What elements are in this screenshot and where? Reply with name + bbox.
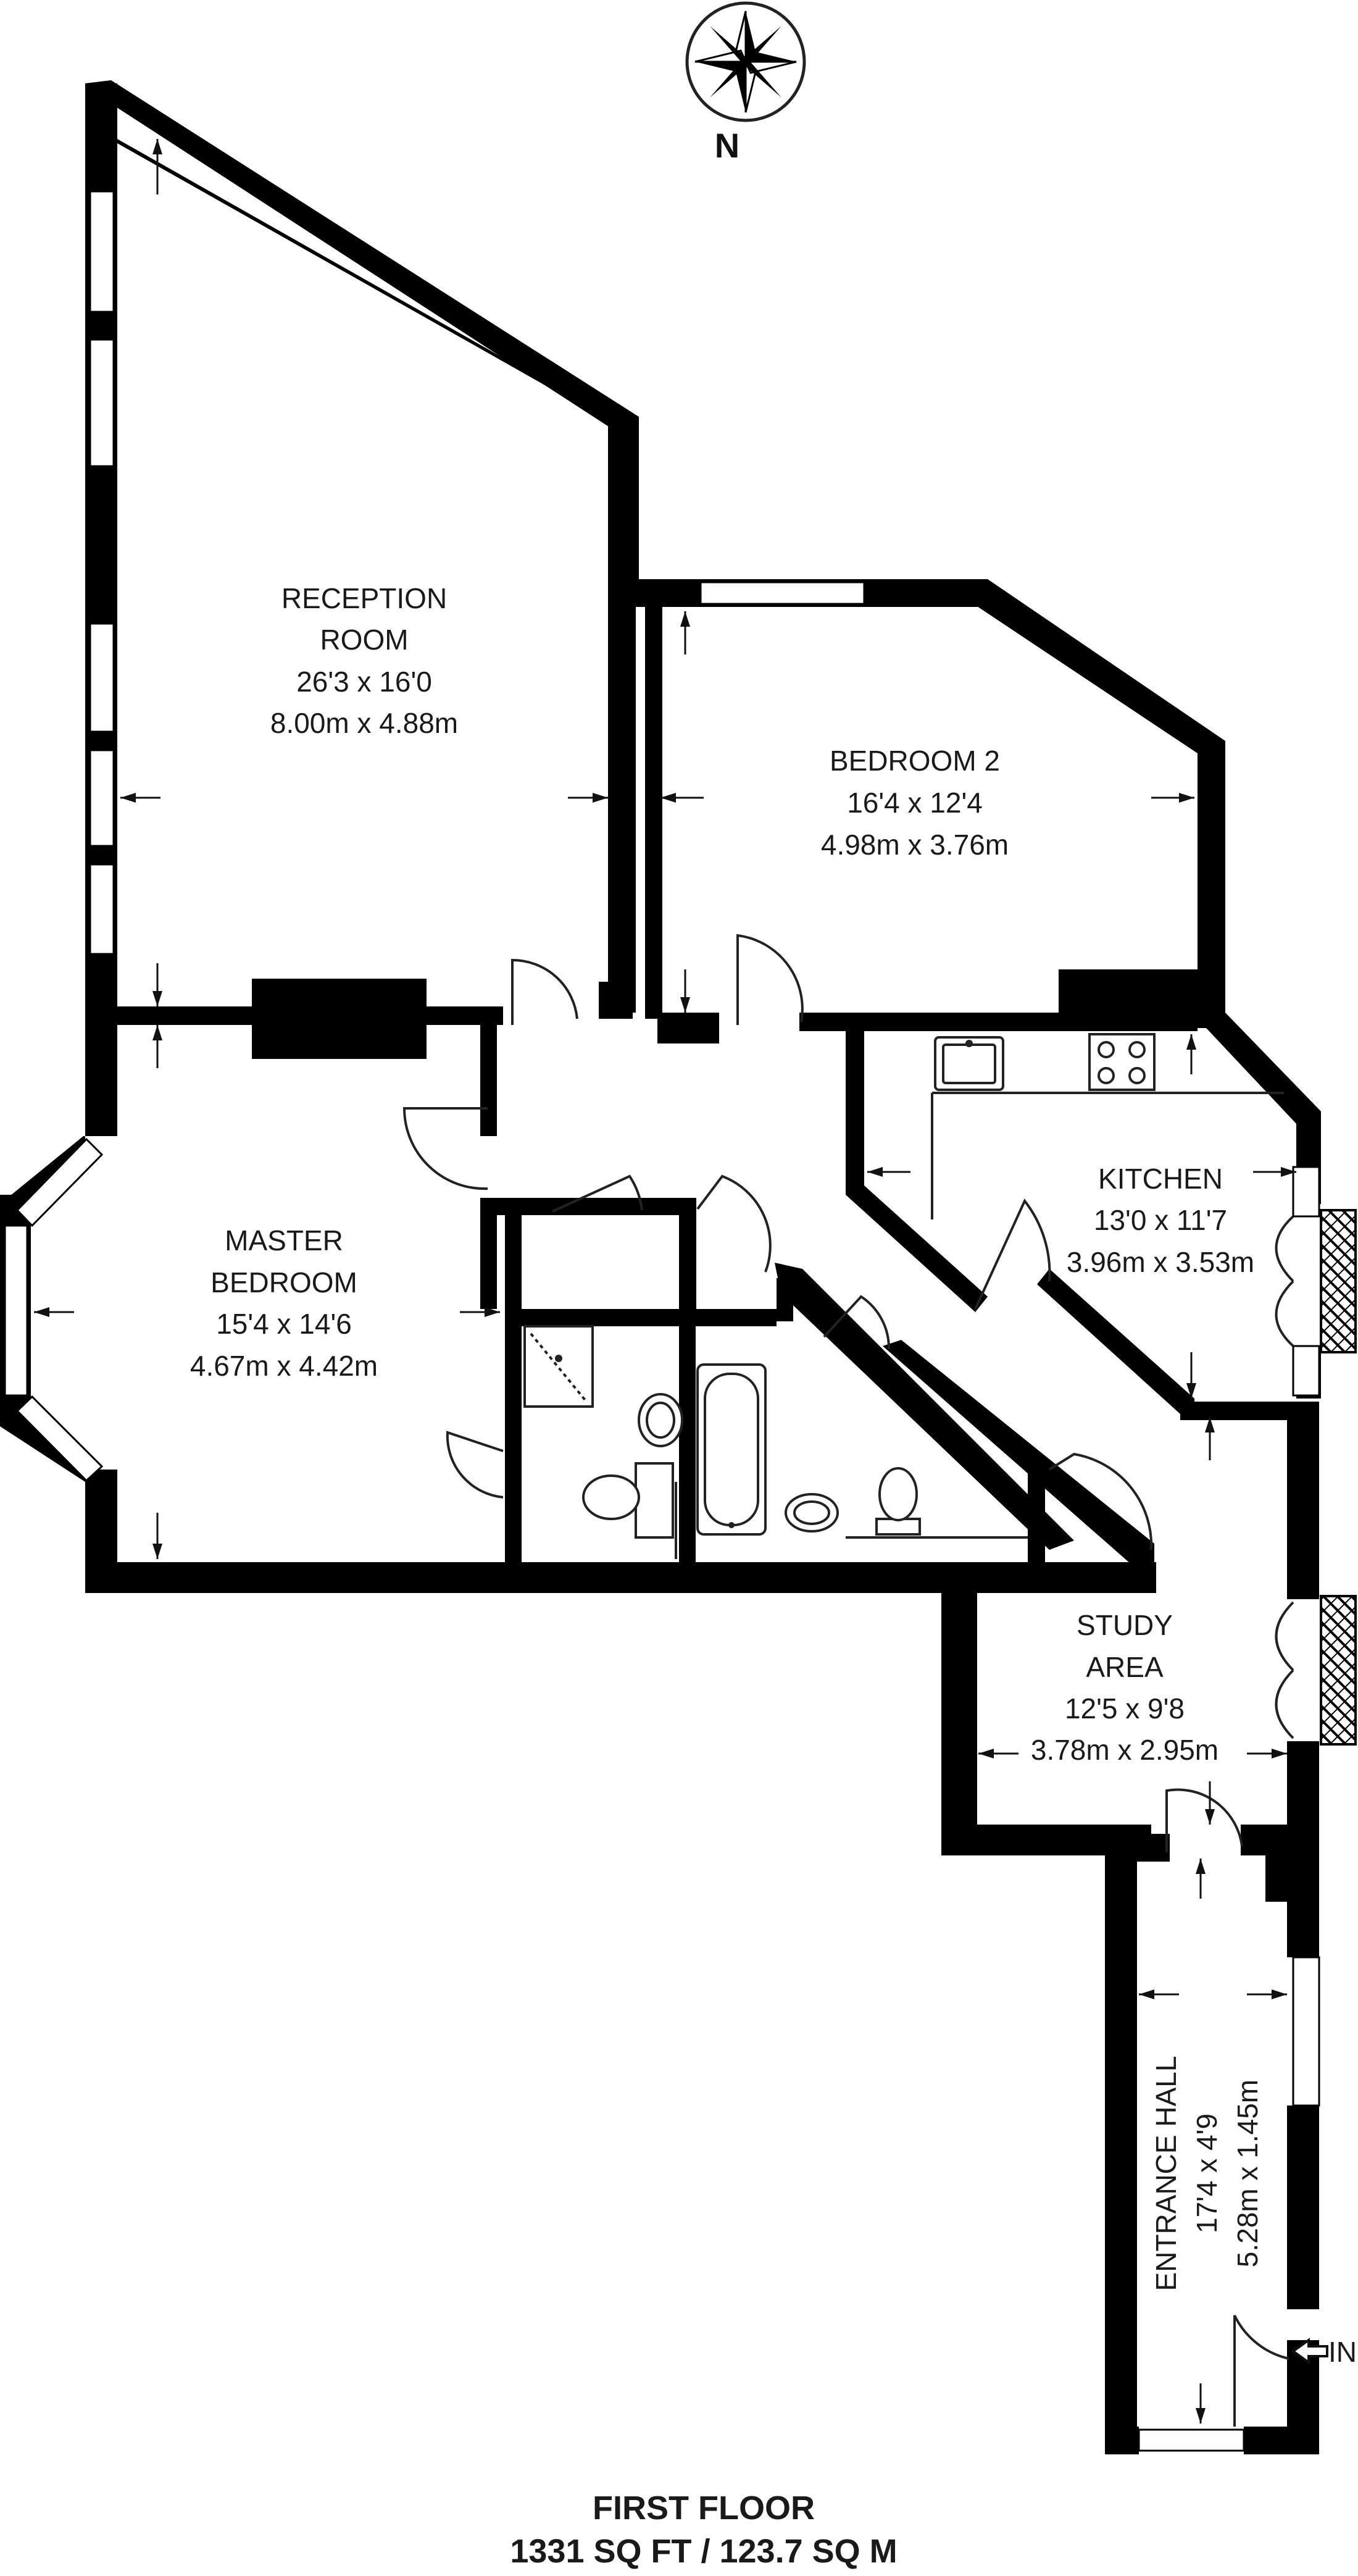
room-name-line: ROOM: [320, 624, 408, 656]
dimension-arrows: [34, 139, 1296, 2423]
room-label-reception: RECEPTION ROOM 26'3 x 16'0 8.00m x 4.88m: [270, 582, 458, 739]
room-dimension-metric: 8.00m x 4.88m: [270, 707, 458, 739]
room-dimension-imperial: 12'5 x 9'8: [1065, 1692, 1185, 1725]
bathroom-toilet-icon: [875, 1467, 921, 1536]
room-name-line: MASTER: [225, 1224, 343, 1257]
room-label-kitchen: KITCHEN 13'0 x 11'7 3.96m x 3.53m: [1067, 1163, 1254, 1278]
compass-north-label: N: [715, 126, 739, 165]
basin-icon: [638, 1393, 683, 1447]
room-dimension-imperial: 17'4 x 4'9: [1191, 2114, 1223, 2233]
room-label-bedroom-2: BEDROOM 2 16'4 x 12'4 4.98m x 3.76m: [821, 745, 1009, 861]
room-dimension-metric: 3.78m x 2.95m: [1031, 1734, 1218, 1766]
room-dimension-imperial: 26'3 x 16'0: [296, 666, 432, 698]
radiators: [1275, 1209, 1357, 1746]
bathtub-icon: [696, 1363, 767, 1536]
room-name-line: RECEPTION: [281, 582, 447, 614]
room-dimension-metric: 3.96m x 3.53m: [1067, 1246, 1254, 1278]
room-name-line: BEDROOM: [210, 1266, 357, 1298]
room-name-line: ENTRANCE HALL: [1150, 2056, 1182, 2291]
entrance-label: IN: [1328, 2336, 1357, 2368]
room-label-study-area: STUDY AREA 12'5 x 9'8 3.78m x 2.95m: [1031, 1609, 1218, 1766]
room-dimension-imperial: 16'4 x 12'4: [847, 787, 983, 819]
entrance-arrow-icon: [1291, 2338, 1328, 2365]
room-dimension-imperial: 13'0 x 11'7: [1094, 1204, 1227, 1236]
bathroom-basin-icon: [785, 1493, 839, 1533]
room-label-master-bedroom: MASTER BEDROOM 15'4 x 14'6 4.67m x 4.42m: [190, 1224, 378, 1382]
floor-area: 1331 SQ FT / 123.7 SQ M: [510, 2533, 897, 2570]
toilet-icon: [582, 1462, 674, 1539]
room-name-line: AREA: [1086, 1651, 1164, 1683]
room-dimension-metric: 4.98m x 3.76m: [821, 829, 1009, 861]
doors: [402, 934, 1289, 2427]
room-label-entrance-hall: ENTRANCE HALL 17'4 x 4'9 5.28m x 1.45m: [1150, 2056, 1264, 2291]
kitchen-sink-icon: [934, 1036, 1004, 1091]
room-name-line: KITCHEN: [1098, 1163, 1223, 1195]
compass-rose-icon: [685, 1, 806, 122]
fixtures: [523, 1033, 1284, 1559]
windows: [4, 190, 1320, 2452]
room-dimension-imperial: 15'4 x 14'6: [216, 1308, 352, 1340]
floor-title: FIRST FLOOR: [593, 2490, 815, 2527]
room-dimension-metric: 5.28m x 1.45m: [1231, 2080, 1264, 2267]
room-dimension-metric: 4.67m x 4.42m: [190, 1350, 378, 1382]
room-name-line: BEDROOM 2: [830, 745, 1000, 777]
hob-icon: [1088, 1033, 1156, 1091]
room-name-line: STUDY: [1077, 1609, 1173, 1641]
shower-icon: [523, 1325, 594, 1408]
